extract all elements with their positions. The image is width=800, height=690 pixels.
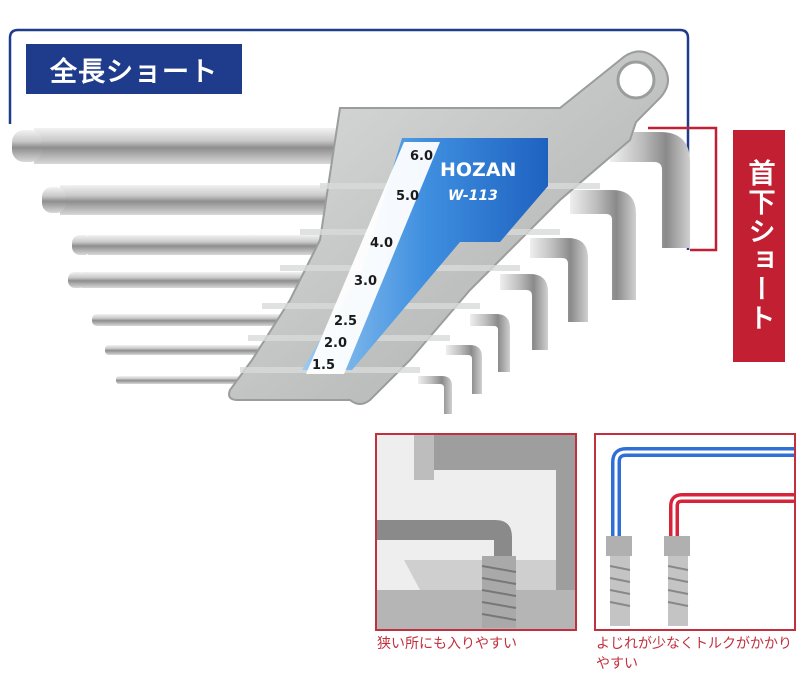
ball-end-5 [42,187,66,213]
hex-key-5-bend [570,190,636,300]
size-label: 1.5 [312,358,335,373]
hex-key-3-bend [500,274,548,350]
ball-end-6 [12,130,42,162]
size-strip [306,142,440,374]
size-label: 5.0 [396,189,419,204]
neck-length-bracket [648,126,718,252]
hex-keys [12,128,690,414]
neck-short-label: 首下ショート [733,130,785,362]
full-length-short-label: 全長ショート [26,44,242,94]
size-label: 2.5 [334,314,357,329]
hex-key-6-arm [34,128,364,164]
size-label: 6.0 [410,149,433,164]
hex-key-2-bend [446,345,482,394]
ball-end-3 [68,272,86,288]
hex-key-6-bend [610,132,690,248]
size-label: 4.0 [370,236,393,251]
ball-end-2 [105,345,115,355]
key-holder [228,50,669,405]
hex-key-15-bend [418,376,452,414]
hanging-hole [616,60,656,100]
hex-key-3-arm [82,272,322,288]
caption-torque: よじれが少なくトルクがかかりやすい [596,636,792,672]
ball-end-25 [92,314,104,326]
hex-key-4-bend [530,238,588,322]
detail-torque [594,433,796,631]
size-label: 2.0 [324,336,347,351]
size-label: 3.0 [354,274,377,289]
hex-key-2-arm [112,345,292,355]
hex-key-25-bend [470,314,510,372]
ball-end-4 [72,235,92,255]
hex-key-25-arm [100,314,300,326]
brand-name: HOZAN [440,159,516,181]
detail-narrow-space [375,433,577,631]
full-length-bracket [8,28,690,250]
caption-narrow-space: 狭い所にも入りやすい [377,636,517,652]
model-number: W-113 [448,188,498,204]
hex-key-15-arm [122,376,292,384]
hex-key-5-arm [60,185,360,215]
ball-end-15 [116,376,124,384]
hex-key-4-arm [88,235,348,255]
